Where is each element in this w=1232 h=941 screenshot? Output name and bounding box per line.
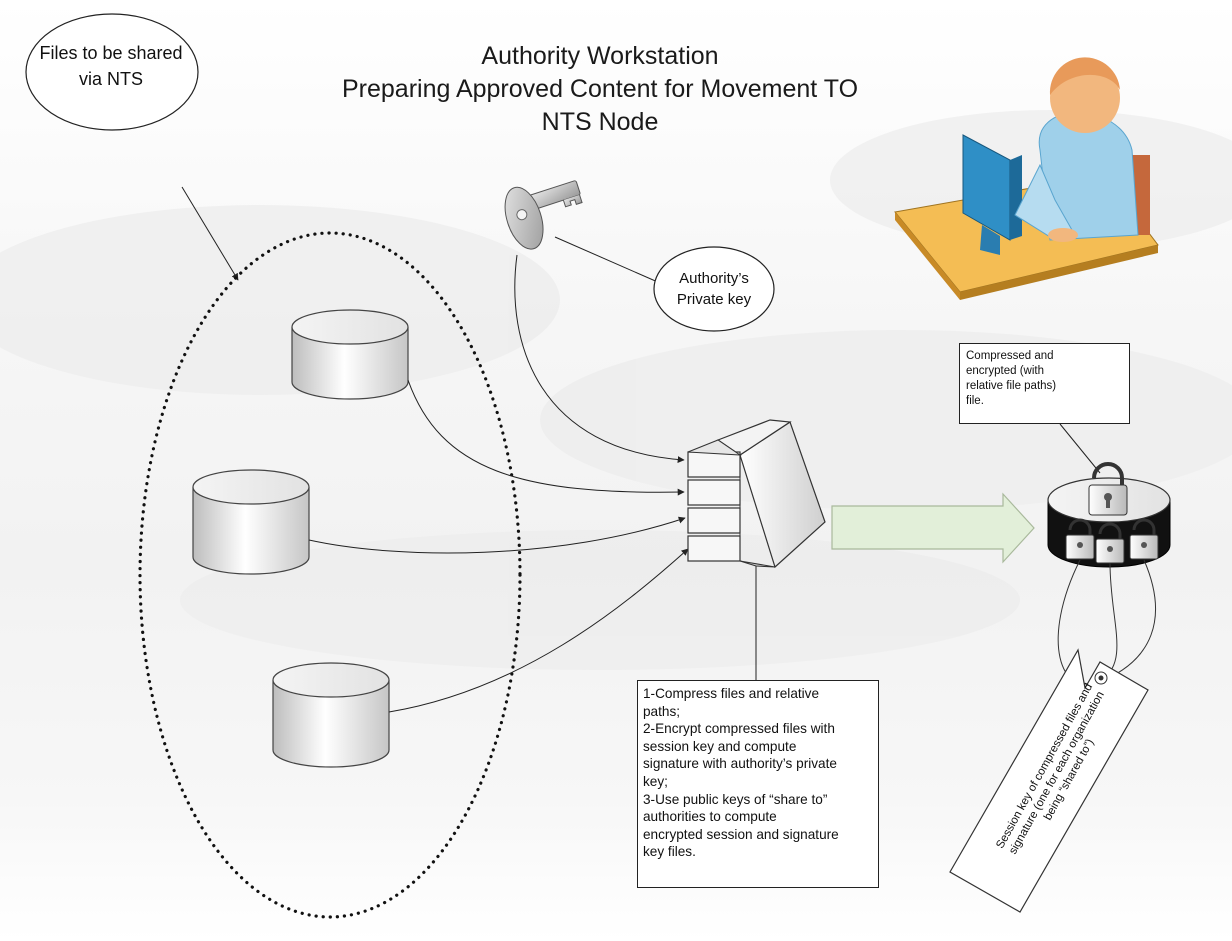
- connector-lines: [308, 236, 1101, 713]
- arrow-icon: [831, 492, 1035, 564]
- key-icon: [504, 180, 583, 250]
- database-icon: [272, 662, 390, 768]
- files-callout-pointer: [181, 186, 239, 281]
- files-to-share-label: Files to be shared via NTS: [39, 43, 183, 89]
- user-at-workstation-icon: [894, 57, 1159, 300]
- files-group-boundary: [138, 231, 522, 919]
- padlock-icon: [1129, 518, 1159, 560]
- database-icon: [192, 469, 310, 575]
- compressed-file-note: Compressed and encrypted (with relative …: [959, 343, 1130, 424]
- files-callout-ellipse: [25, 13, 199, 131]
- database-icon: [291, 309, 409, 400]
- tag-icon: [949, 648, 1149, 913]
- private-key-callout-ellipse: [653, 246, 775, 332]
- padlock-icon: [1088, 462, 1128, 516]
- padlock-icon: [1095, 522, 1125, 564]
- diagram-title: Authority Workstation Preparing Approved…: [341, 42, 859, 136]
- private-key-label: Authority’s Private key: [676, 270, 752, 308]
- processing-steps-note: 1-Compress files and relative paths; 2-E…: [637, 680, 879, 888]
- padlock-icon: [1065, 518, 1095, 560]
- processor-icon: [687, 419, 826, 569]
